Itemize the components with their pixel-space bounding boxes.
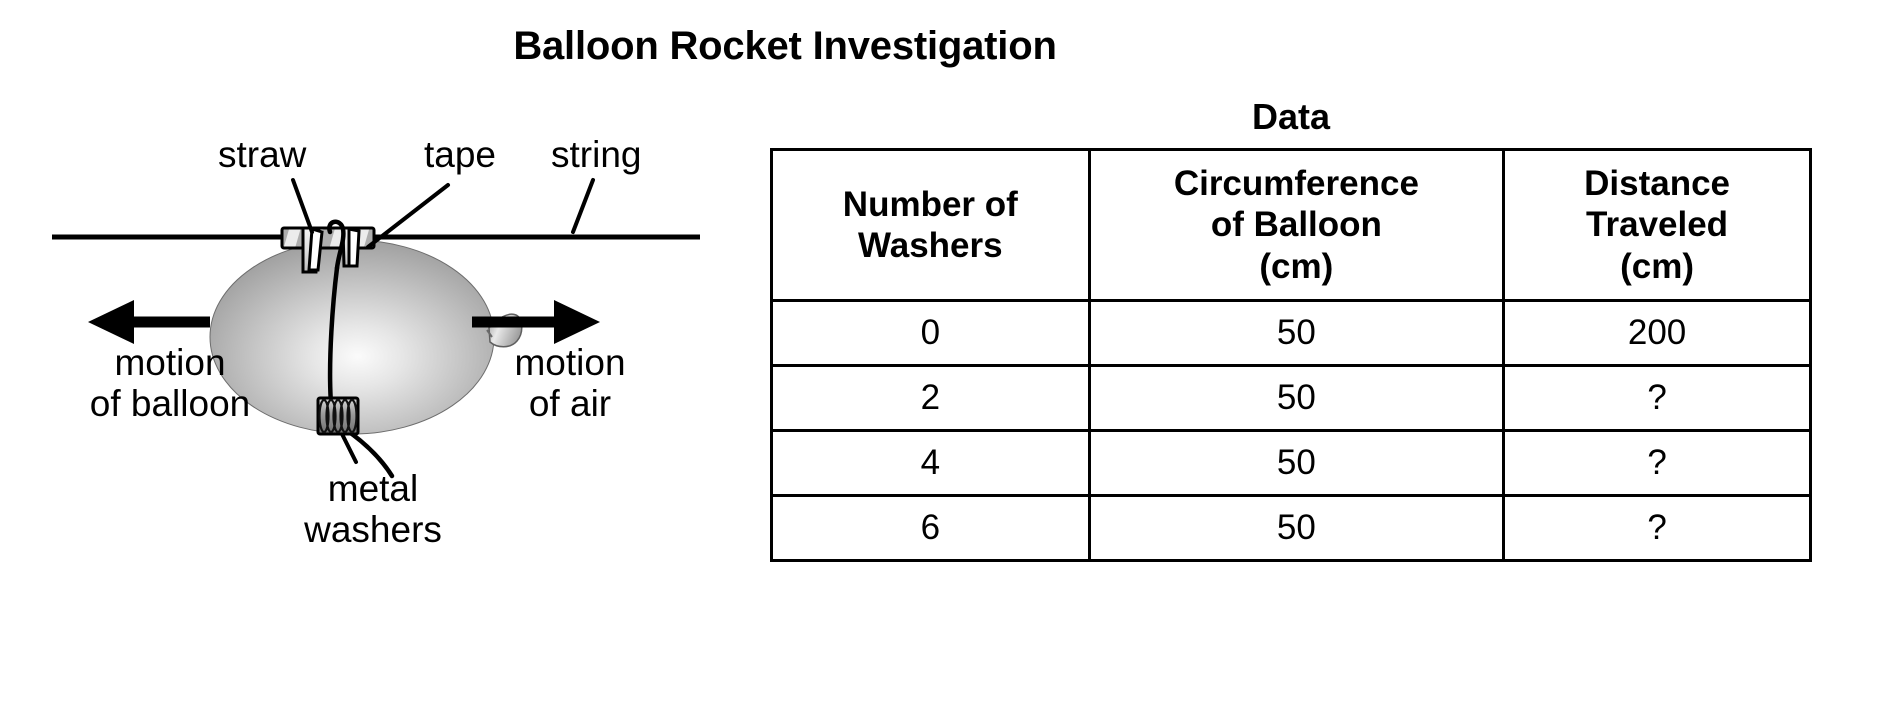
table-body: 0 50 200 2 50 ? 4 50 ? 6 50 ? (770, 299, 1812, 562)
label-metal-washers: metal washers (268, 468, 478, 551)
diagram-canvas (52, 178, 700, 479)
cell-washers: 6 (770, 494, 1091, 562)
cell-washers: 0 (770, 299, 1091, 367)
label-motion-of-balloon-line2: of balloon (89, 383, 251, 425)
column-header-distance-traveled: Distance Traveled (cm) (1502, 148, 1812, 302)
cell-circumference: 50 (1087, 299, 1506, 367)
left-arrow-icon (88, 300, 210, 344)
table-row: 0 50 200 (770, 299, 1812, 367)
page-title: Balloon Rocket Investigation (513, 24, 1057, 68)
right-arrow-icon (472, 300, 600, 344)
metal-washer-stack (316, 396, 360, 436)
cell-circumference: 50 (1087, 494, 1506, 562)
data-table: Number of Washers Circumference of Ballo… (770, 148, 1812, 562)
cell-circumference: 50 (1087, 364, 1506, 432)
cell-washers: 2 (770, 364, 1091, 432)
cell-distance: ? (1502, 429, 1812, 497)
leader-tape (366, 183, 450, 249)
table-head: Number of Washers Circumference of Ballo… (770, 148, 1812, 302)
column-header-line: Number of (842, 184, 1018, 224)
column-header-line: Circumference (1173, 164, 1419, 204)
tape-strip (301, 226, 361, 274)
cell-circumference: 50 (1087, 429, 1506, 497)
column-header-line: of Balloon (1210, 205, 1382, 245)
cell-distance: ? (1502, 494, 1812, 562)
cell-washers: 4 (770, 429, 1091, 497)
data-table-caption: Data (1251, 96, 1331, 137)
label-motion-of-balloon-line1: motion (114, 342, 226, 383)
column-header-line: Washers (858, 226, 1003, 265)
label-motion-of-air: motion of air (470, 342, 670, 425)
label-motion-of-air-line2: of air (528, 383, 612, 425)
column-header-line: Traveled (1586, 205, 1729, 245)
table-row: 4 50 ? (770, 429, 1812, 497)
cell-distance: 200 (1502, 299, 1812, 367)
column-header-circumference-of-balloon: Circumference of Balloon (cm) (1087, 148, 1506, 302)
label-motion-of-balloon: motion of balloon (50, 342, 290, 425)
column-header-line: (cm) (1620, 246, 1695, 286)
cell-distance: ? (1502, 364, 1812, 432)
column-header-line: (cm) (1259, 246, 1334, 286)
label-metal-washers-line2: washers (304, 509, 442, 551)
column-header-number-of-washers: Number of Washers (770, 148, 1091, 302)
leader-string (571, 178, 595, 234)
column-header-line: Distance (1584, 164, 1731, 204)
leader-straw (291, 178, 314, 234)
label-motion-of-air-line1: motion (514, 342, 626, 383)
label-tape: tape (424, 134, 497, 175)
table-row: 6 50 ? (770, 494, 1812, 562)
label-straw: straw (218, 134, 307, 175)
balloon-rocket-diagram: straw tape string motion of balloon moti… (0, 0, 760, 714)
table-header-row: Number of Washers Circumference of Ballo… (770, 148, 1812, 302)
label-string: string (551, 134, 642, 175)
label-metal-washers-line1: metal (327, 468, 419, 509)
table-row: 2 50 ? (770, 364, 1812, 432)
